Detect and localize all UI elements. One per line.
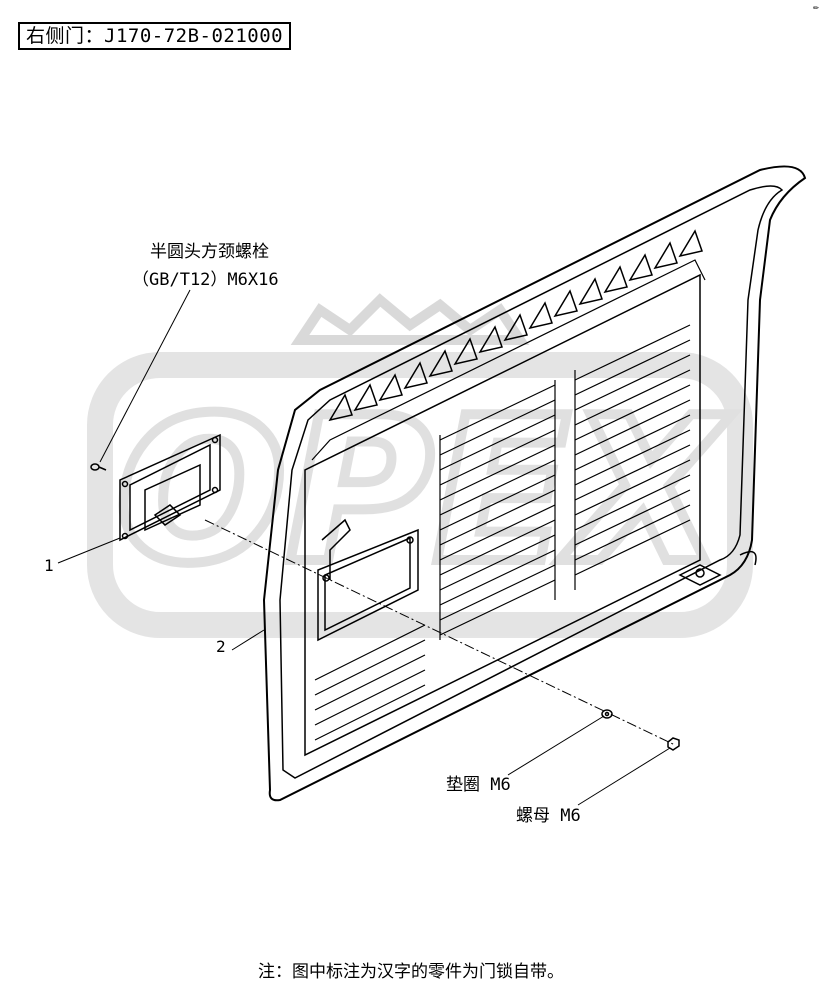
nut-label: 螺母 M6 (516, 806, 581, 826)
top-vent-slots (328, 229, 703, 422)
footnote: 注：图中标注为汉字的零件为门锁自带。 (258, 962, 564, 982)
leader-lines (57, 289, 671, 806)
lock-body (119, 433, 221, 542)
hinge-bracket (678, 550, 757, 586)
louver-grid (314, 324, 691, 741)
bolt-icon (90, 463, 107, 471)
washer-label: 垫圈 M6 (446, 775, 511, 795)
assembly-centerline (204, 519, 676, 746)
lock-cutout (317, 518, 419, 642)
bolt-name-label: 半圆头方颈螺栓 (150, 242, 269, 262)
watermark-logo: OPEX (87, 293, 753, 638)
nut-icon (667, 737, 680, 751)
door-panel (262, 165, 807, 802)
callout-2: 2 (216, 637, 226, 656)
pencil-icon: ✏ (812, 2, 819, 13)
callout-1: 1 (44, 556, 54, 575)
drawing-title: 右侧门：J170-72B-021000 (18, 22, 292, 50)
watermark-text: OPEX (116, 375, 732, 608)
bolt-spec-label: （GB/T12）M6X16 (132, 270, 279, 290)
